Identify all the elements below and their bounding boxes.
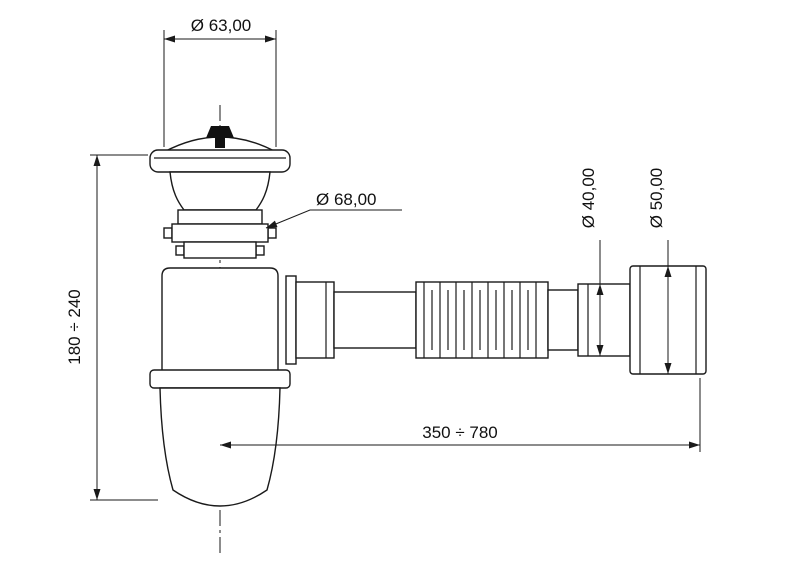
dim-label-height-range: 180 ÷ 240: [65, 289, 84, 365]
arrow-up-icon: [664, 266, 672, 277]
dim-length-range: 350 ÷ 780: [220, 378, 701, 452]
hose-smooth-section: [547, 289, 579, 351]
arrow-down-icon: [664, 363, 672, 374]
hose-corrugation-ribs: [423, 282, 537, 358]
arrow-right-icon: [689, 441, 700, 449]
arrow-left-icon: [164, 35, 175, 43]
coupling-40mm: [577, 283, 631, 357]
strainer-collar-lug-left: [175, 245, 185, 256]
trap-cup-nut: [149, 369, 291, 389]
strainer-collar: [183, 241, 257, 259]
dim-outlet-diameter: Ø 50,00: [647, 168, 672, 374]
flexible-hose: [415, 281, 549, 359]
strainer-rim-band: [177, 209, 263, 225]
strainer-locknut: [171, 223, 269, 243]
dimension-annotations: Ø 63,00 Ø 68,00 180 ÷ 240: [65, 16, 701, 501]
strainer-assembly: [149, 126, 291, 259]
arrow-down-icon: [93, 489, 101, 500]
hose-outline: [415, 281, 549, 359]
strainer-flange: [149, 149, 291, 173]
dim-top-diameter: Ø 63,00: [163, 16, 277, 147]
arrow-down-icon: [596, 345, 604, 356]
outlet-union-nut: [295, 281, 335, 359]
trap-upper-body: [161, 267, 279, 373]
dim-height-range: 180 ÷ 240: [65, 154, 158, 501]
strainer-nut-lug-left: [163, 227, 173, 239]
bottle-trap: [149, 267, 291, 507]
strainer-knob-icon: [206, 126, 234, 138]
outlet-pipe: [285, 275, 417, 365]
dim-label-outlet-diameter: Ø 50,00: [647, 168, 666, 229]
arrow-right-icon: [265, 35, 276, 43]
dim-hose-diameter: Ø 40,00: [579, 168, 604, 356]
strainer-basket: [169, 171, 271, 211]
strainer-nut-lug-right: [267, 227, 277, 239]
dim-flange-diameter: Ø 68,00: [265, 190, 402, 229]
trap-cup: [159, 387, 281, 507]
arrow-left-icon: [220, 441, 231, 449]
outlet-straight-pipe: [333, 291, 417, 349]
strainer-collar-lug-right: [255, 245, 265, 256]
dim-label-top-diameter: Ø 63,00: [191, 16, 252, 35]
arrow-up-icon: [93, 155, 101, 166]
strainer-knob-stem: [215, 138, 225, 148]
dim-label-length-range: 350 ÷ 780: [422, 423, 498, 442]
hose-couplings: [547, 265, 707, 375]
outlet-union-flange: [285, 275, 297, 365]
dim-label-flange-diameter: Ø 68,00: [316, 190, 377, 209]
arrow-up-icon: [596, 284, 604, 295]
arrow-leader-icon: [266, 220, 278, 228]
dim-label-hose-diameter: Ø 40,00: [579, 168, 598, 229]
